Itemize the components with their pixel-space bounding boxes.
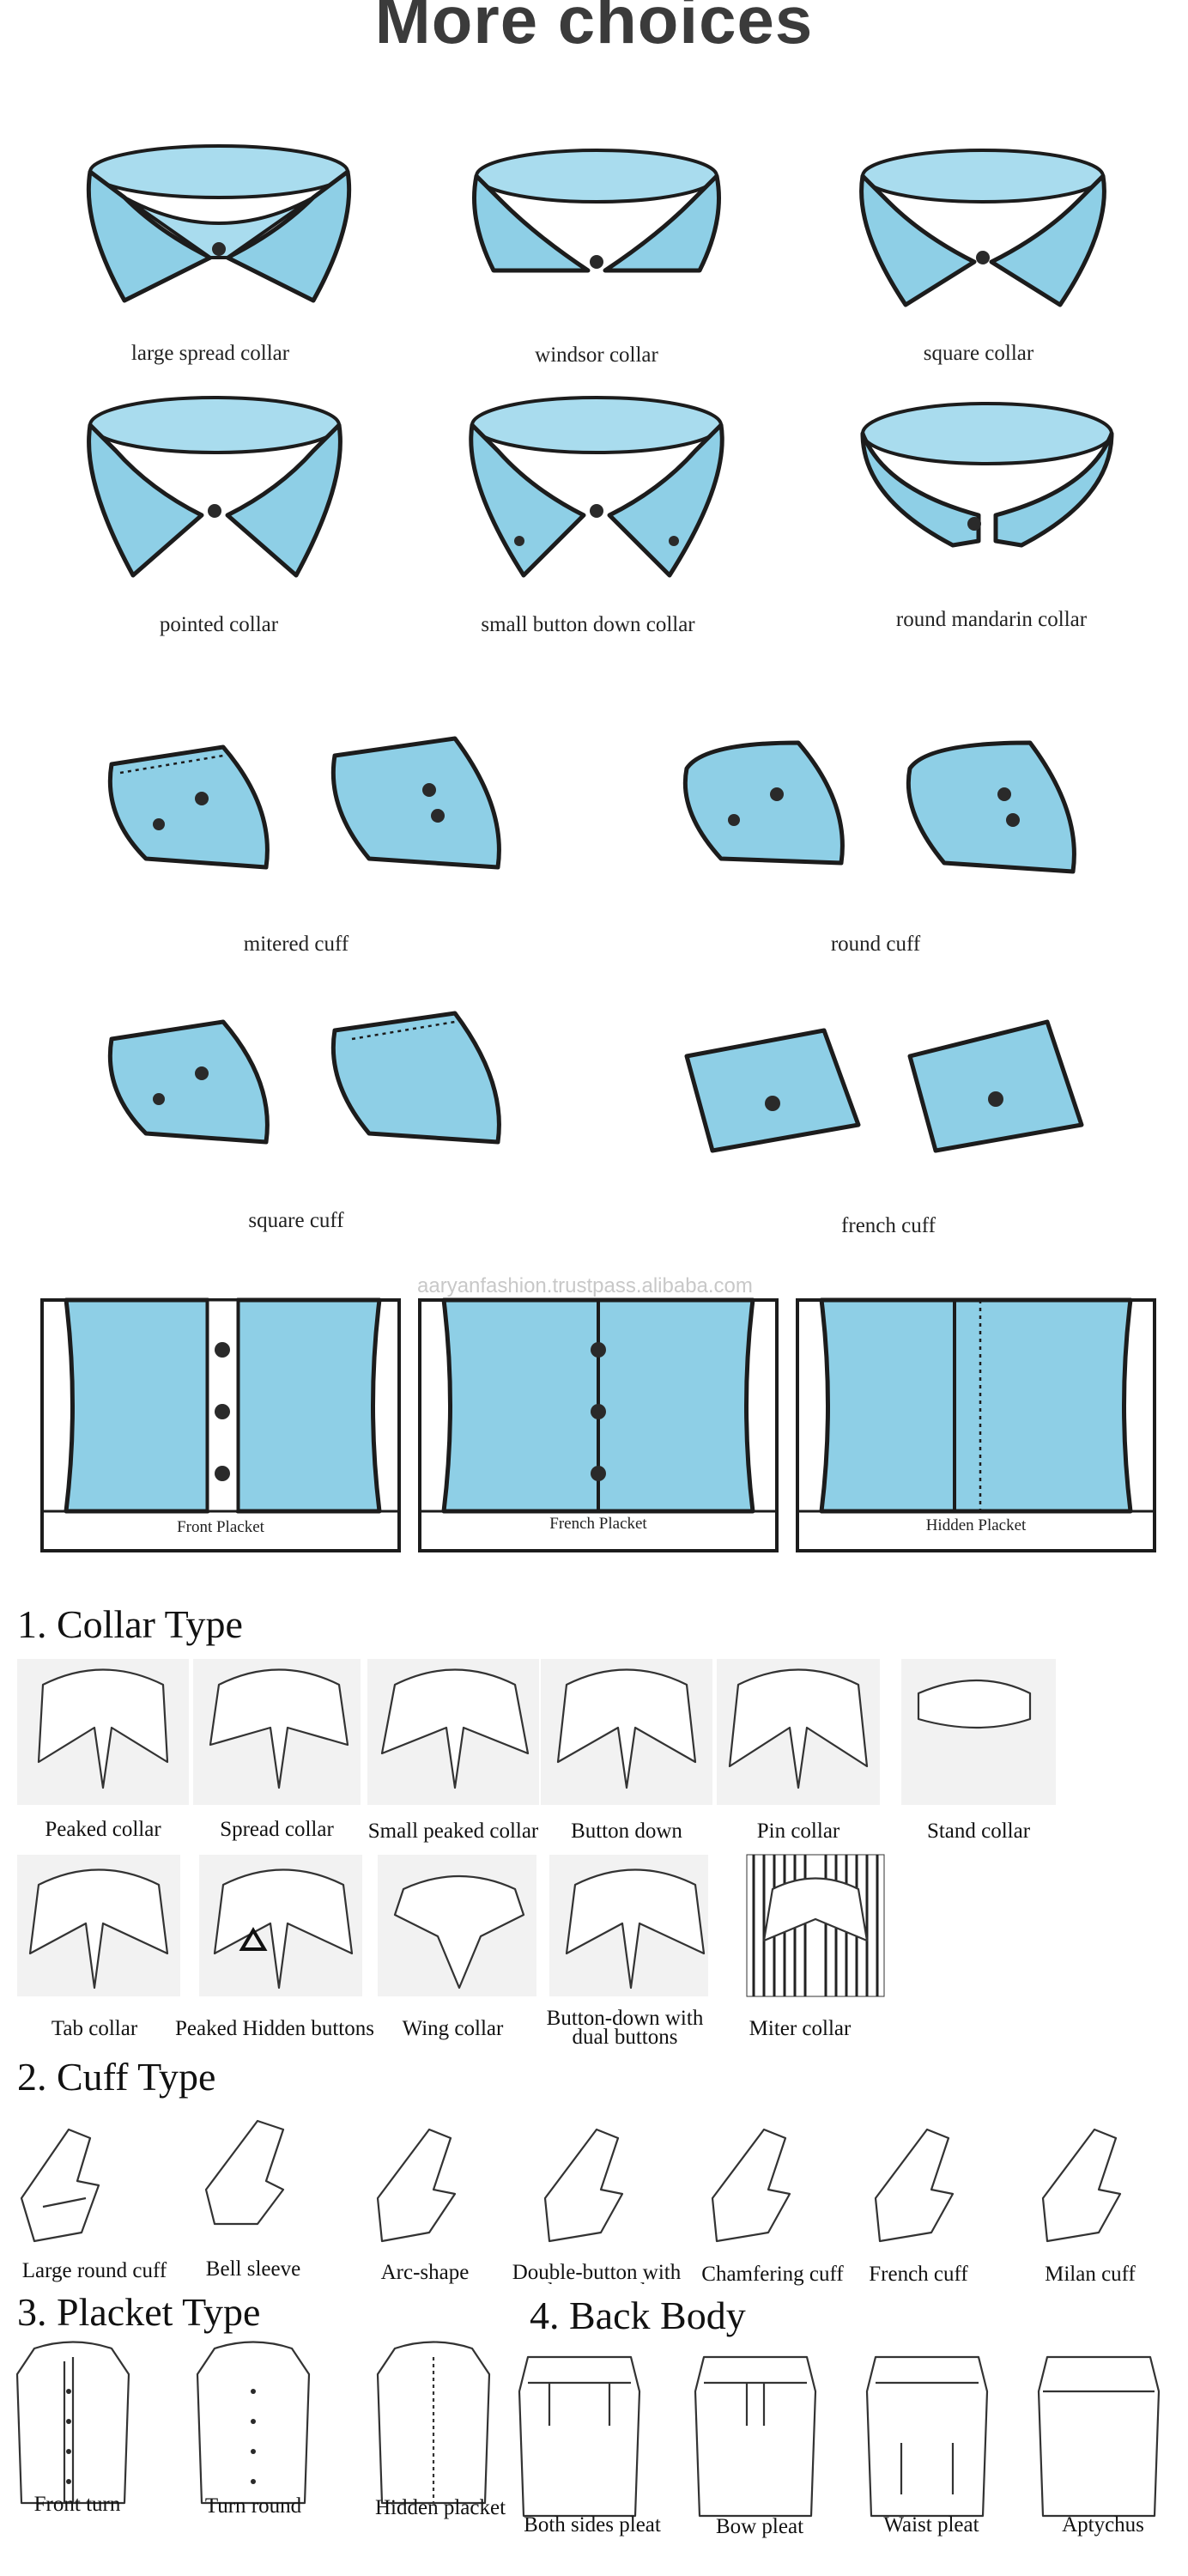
placket-caption: French Placket — [549, 1515, 647, 1533]
back-body-sketch — [518, 2355, 1161, 2518]
collar-caption: small button down collar — [481, 613, 695, 636]
collar-caption: large spread collar — [130, 342, 290, 365]
cuff-illustration — [330, 736, 501, 870]
cuff-type-label: Double-button with large round — [512, 2263, 682, 2284]
collar-caption: pointed collar — [159, 613, 279, 636]
collar-type-label: Small peaked collar — [367, 1820, 539, 1843]
cuff-type-sketch — [20, 2119, 1122, 2243]
placket-caption: Front Placket — [177, 1518, 264, 1536]
back-body-label: Aptychus — [1062, 2513, 1144, 2537]
collar-illustration — [86, 144, 352, 303]
collar-illustration — [859, 149, 1106, 307]
cuff-illustration — [107, 1019, 270, 1145]
placket-type-label: Front turn — [33, 2493, 121, 2516]
collar-type-label: Stand collar — [926, 1820, 1031, 1843]
collar-type-label: Button-down with dual buttons — [546, 2007, 704, 2049]
collar-illustration — [87, 396, 342, 578]
cuff-type-label: Chamfering cuff — [701, 2263, 844, 2286]
placket-type-sketch — [15, 2341, 491, 2505]
section-heading-collar-type: 1. Collar Type — [17, 1602, 243, 1646]
collar-type-sketch — [28, 1854, 885, 1997]
back-body-label: Both sides pleat — [524, 2513, 661, 2537]
watermark: aaryanfashion.trustpass.alibaba.com — [417, 1274, 753, 1297]
collar-illustration — [469, 396, 724, 578]
collar-type-label: Wing collar — [402, 2017, 504, 2040]
collar-illustration — [472, 149, 721, 273]
collar-caption: round mandarin collar — [895, 608, 1088, 631]
cuff-illustration — [330, 1011, 501, 1145]
collar-type-sketch — [37, 1668, 1032, 1789]
section-heading-cuff-type: 2. Cuff Type — [17, 2055, 216, 2099]
collar-type-label: Spread collar — [220, 1818, 334, 1841]
section-heading-placket-type: 3. Placket Type — [17, 2290, 261, 2334]
cuff-illustration — [906, 740, 1076, 874]
collar-type-label: Peaked collar — [45, 1818, 161, 1841]
collar-type-label: Peaked Hidden buttons — [175, 2017, 374, 2040]
placket-caption: Hidden Placket — [925, 1516, 1027, 1534]
cuff-caption: french cuff — [841, 1214, 936, 1237]
collar-type-label: Pin collar — [756, 1820, 840, 1843]
hidden-placket-illustration — [796, 1297, 1156, 1552]
cuff-type-label: Milan cuff — [1045, 2263, 1136, 2286]
cuff-type-label: Bell sleeve — [205, 2257, 301, 2281]
placket-type-label: Turn round — [204, 2494, 302, 2518]
cuff-caption: square cuff — [248, 1209, 344, 1232]
cuff-type-label: Large round cuff — [21, 2259, 167, 2282]
cuff-illustration — [107, 744, 270, 870]
cuff-illustration — [682, 740, 845, 866]
collar-illustration — [860, 402, 1114, 548]
back-body-label: Waist pleat — [883, 2513, 979, 2537]
cuff-type-label: Arc-shape — [380, 2261, 470, 2284]
page-title: More choices — [374, 0, 814, 58]
collar-type-label: Button down — [571, 1820, 682, 1843]
cuff-illustration — [907, 1019, 1084, 1153]
french-placket-illustration — [418, 1297, 779, 1552]
back-body-label: Bow pleat — [715, 2515, 804, 2538]
cuff-type-label: French cuff — [869, 2263, 968, 2286]
collar-caption: square collar — [923, 342, 1034, 365]
section-heading-back-body: 4. Back Body — [530, 2293, 746, 2337]
collar-type-label: Miter collar — [749, 2017, 852, 2040]
cuff-illustration — [684, 1028, 861, 1153]
cuff-caption: round cuff — [830, 933, 921, 956]
collar-type-label: Tab collar — [51, 2017, 138, 2040]
cuff-caption: mitered cuff — [243, 933, 349, 956]
collar-caption: windsor collar — [535, 343, 658, 367]
front-placket-illustration — [40, 1297, 401, 1552]
placket-type-label: Hidden placket — [374, 2496, 506, 2519]
